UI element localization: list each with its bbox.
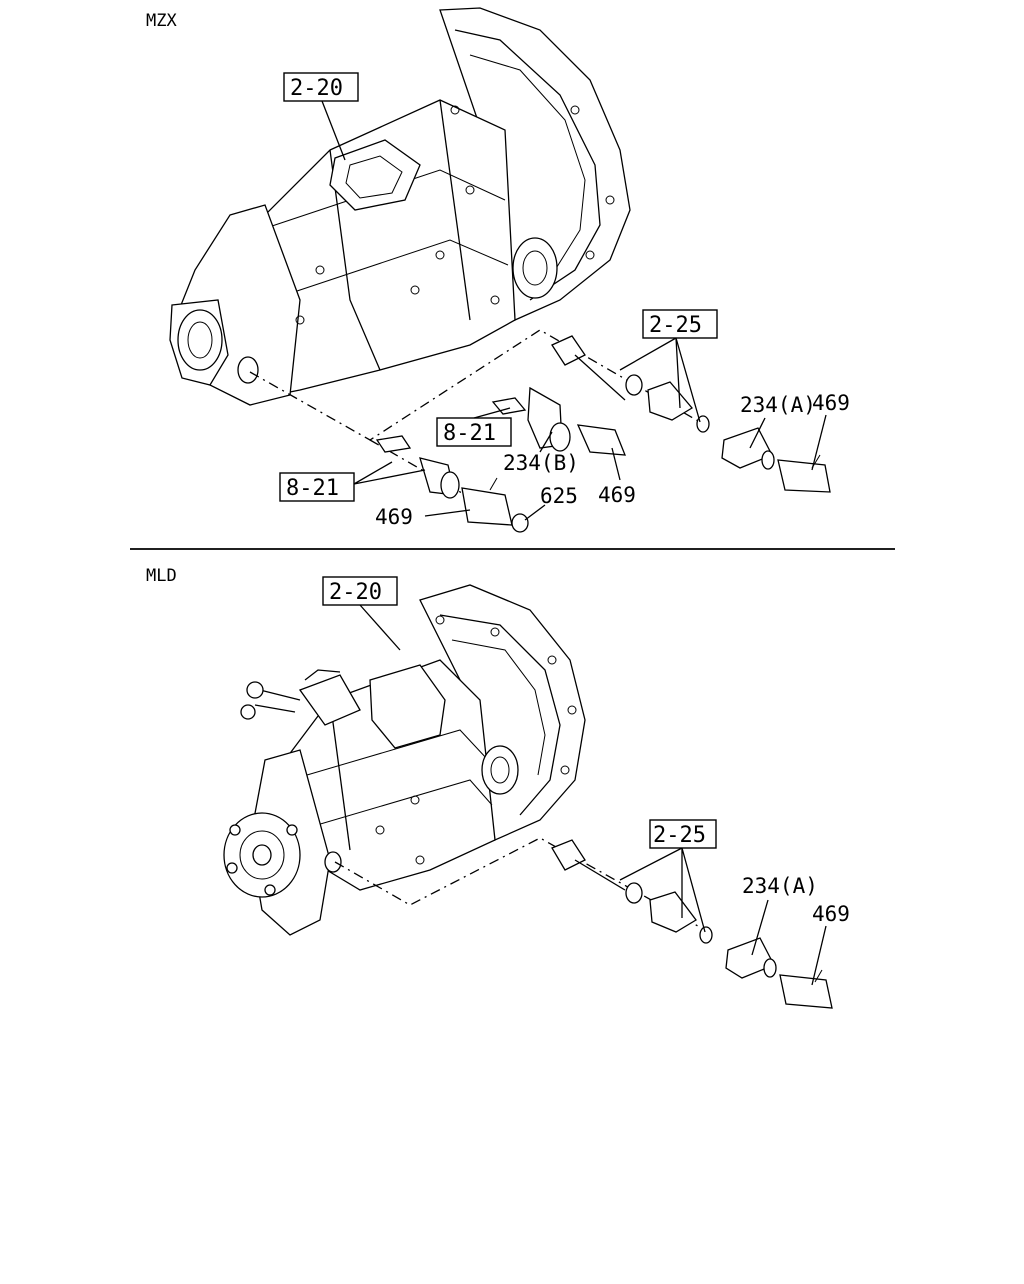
leader-2-20-mzx: [321, 100, 346, 161]
ref-box-2-25-mzx: [642, 309, 718, 339]
leader-2-25-mld: [619, 847, 706, 933]
leader-2-25-mzx: [619, 337, 701, 423]
leader-234b-mzx: [539, 431, 553, 453]
leader-234a-mld: [751, 899, 769, 956]
section-mld: MLD: [146, 566, 850, 1009]
part-469-right-mzx: 469: [812, 391, 850, 415]
centerline-mzx-a: [249, 329, 706, 441]
part-234a-mld: 234(A): [742, 874, 818, 898]
ref-box-2-25-mld: [649, 819, 717, 849]
ref-label-2-25-mld: 2-25: [653, 823, 706, 848]
section-mzx: MZX: [146, 7, 850, 533]
leader-8-21-lower: [353, 461, 426, 485]
part-469-mld: 469: [812, 902, 850, 926]
leader-469-left-mzx: [424, 509, 471, 517]
leader-469-mld: [811, 925, 827, 986]
part-234b-mzx: 234(B): [503, 451, 579, 475]
speedo-parts-mld: [551, 839, 833, 1009]
transmission-drawing-mzx: [169, 7, 631, 406]
leader-625-mzx: [524, 504, 546, 521]
centerline-mld: [334, 837, 706, 931]
part-234a-mzx: 234(A): [740, 393, 816, 417]
speedo-parts-mzx: [551, 335, 831, 493]
ref-label-8-21-lower: 8-21: [286, 476, 339, 501]
part-469-left-mzx: 469: [375, 505, 413, 529]
ref-box-2-20-mzx: [283, 72, 359, 102]
model-label-mld: MLD: [146, 566, 177, 586]
ref-label-2-25-mzx: 2-25: [649, 313, 702, 338]
ref-label-2-20-mzx: 2-20: [290, 76, 343, 101]
part-625-mzx: 625: [540, 484, 578, 508]
leader-469-right-mzx: [811, 414, 827, 471]
leader-234a-mzx: [749, 417, 766, 449]
ref-box-2-20-mld: [322, 576, 398, 606]
adapter-parts-mzx: [375, 386, 626, 533]
transmission-drawing-mld: [223, 584, 586, 936]
leader-2-20-mld: [359, 604, 401, 651]
model-label-mzx: MZX: [146, 11, 177, 31]
ref-label-2-20-mld: 2-20: [329, 580, 382, 605]
ref-box-8-21-lower: [279, 472, 355, 502]
part-469-mid-mzx: 469: [598, 483, 636, 507]
leader-8-21-upper: [473, 407, 511, 419]
ref-label-8-21-upper: 8-21: [443, 421, 496, 446]
leader-469-mid-mzx: [611, 447, 621, 481]
